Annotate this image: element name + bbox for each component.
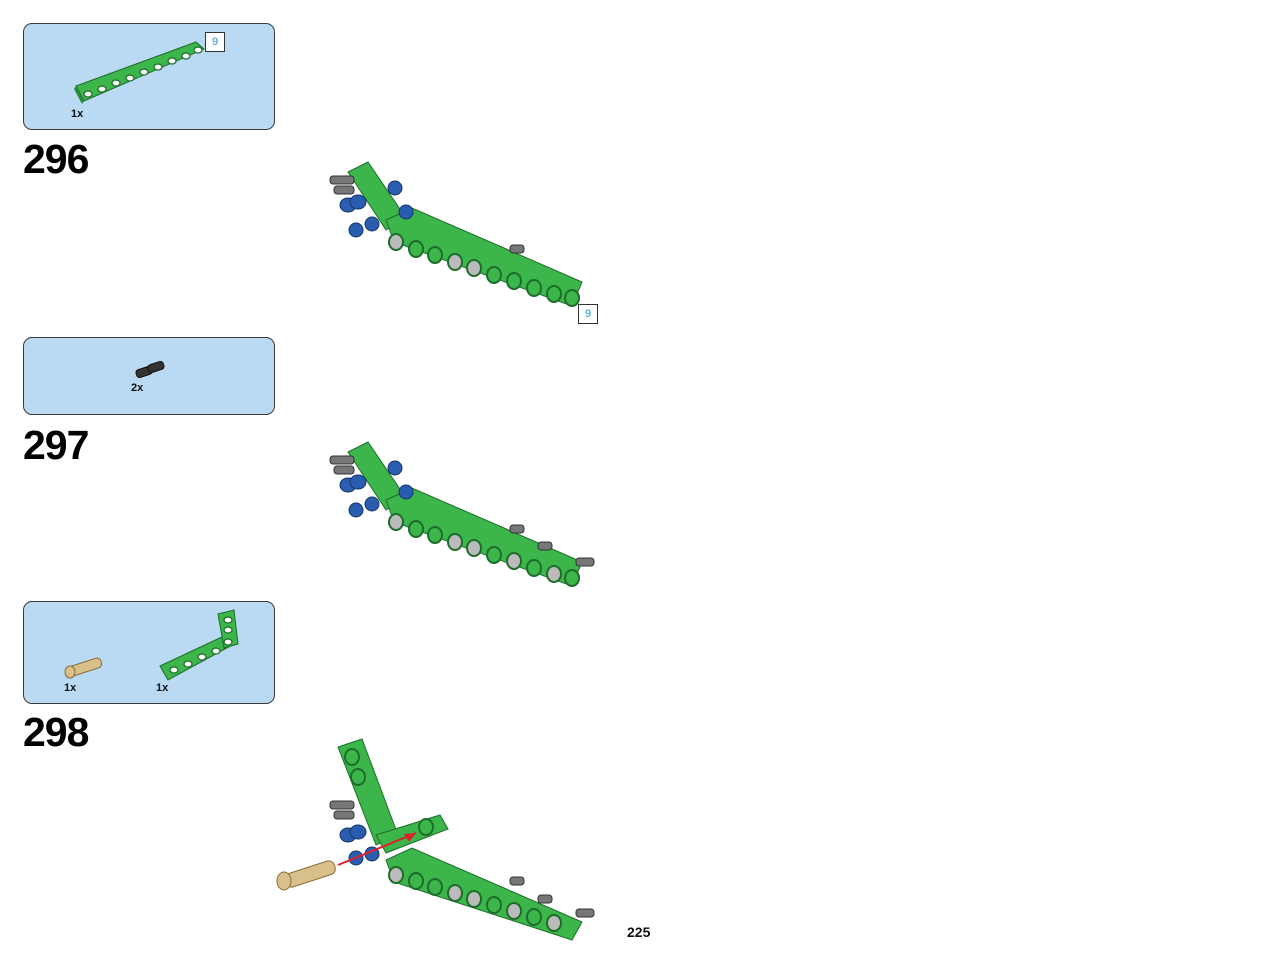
step-number: 297 [23, 422, 89, 468]
step-number: 296 [23, 136, 89, 182]
page-number: 225 [627, 924, 651, 940]
assembly-illustration-297 [320, 430, 610, 595]
assembly-illustration-298 [270, 735, 610, 941]
part-qty: 1x [71, 108, 84, 120]
length-badge: 9 [205, 32, 225, 52]
part-qty: 2x [131, 382, 144, 394]
parts-list-298: 1x 1x [23, 601, 275, 704]
green-beam-9-icon [74, 41, 205, 104]
green-l-beam-icon [159, 609, 239, 681]
part-qty: 1x [156, 682, 169, 694]
parts-list-297: 2x [23, 337, 275, 415]
black-pin-icon [135, 361, 165, 378]
model-length-badge: 9 [578, 304, 598, 324]
assembly-illustration-296: 9 [320, 150, 610, 325]
step-number: 298 [23, 709, 89, 755]
part-qty: 1x [64, 682, 77, 694]
parts-list-296: 1x 9 [23, 23, 275, 130]
tan-axle-pin-icon [64, 657, 103, 679]
